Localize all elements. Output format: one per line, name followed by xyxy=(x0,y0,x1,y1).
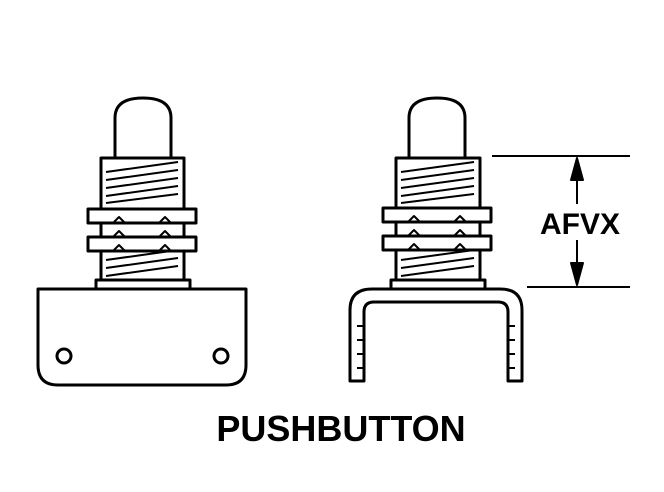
arrow-up-icon xyxy=(570,157,584,181)
left-lower-nut xyxy=(86,235,198,253)
right-plunger-cap xyxy=(407,96,467,158)
left-pushbutton xyxy=(36,96,248,387)
left-nut-marks xyxy=(112,216,172,252)
terminal-bracket xyxy=(348,287,524,383)
left-upper-nut xyxy=(86,207,198,225)
terminal-tick-marks xyxy=(357,325,515,369)
left-plunger-cap xyxy=(113,96,173,158)
right-lower-nut xyxy=(381,234,493,252)
right-upper-nut xyxy=(381,206,493,224)
right-mounting-hole xyxy=(212,347,230,365)
right-thread-lines xyxy=(400,161,475,277)
diagram-title: PUSHBUTTON xyxy=(216,408,465,449)
right-pushbutton xyxy=(348,96,524,383)
left-mounting-hole xyxy=(55,347,73,365)
dimension-label: AFVX xyxy=(540,208,620,241)
left-mounting-bracket xyxy=(36,287,248,387)
right-nut-marks xyxy=(407,215,467,251)
arrow-down-icon xyxy=(570,262,584,286)
dimension-annotation xyxy=(492,155,630,288)
